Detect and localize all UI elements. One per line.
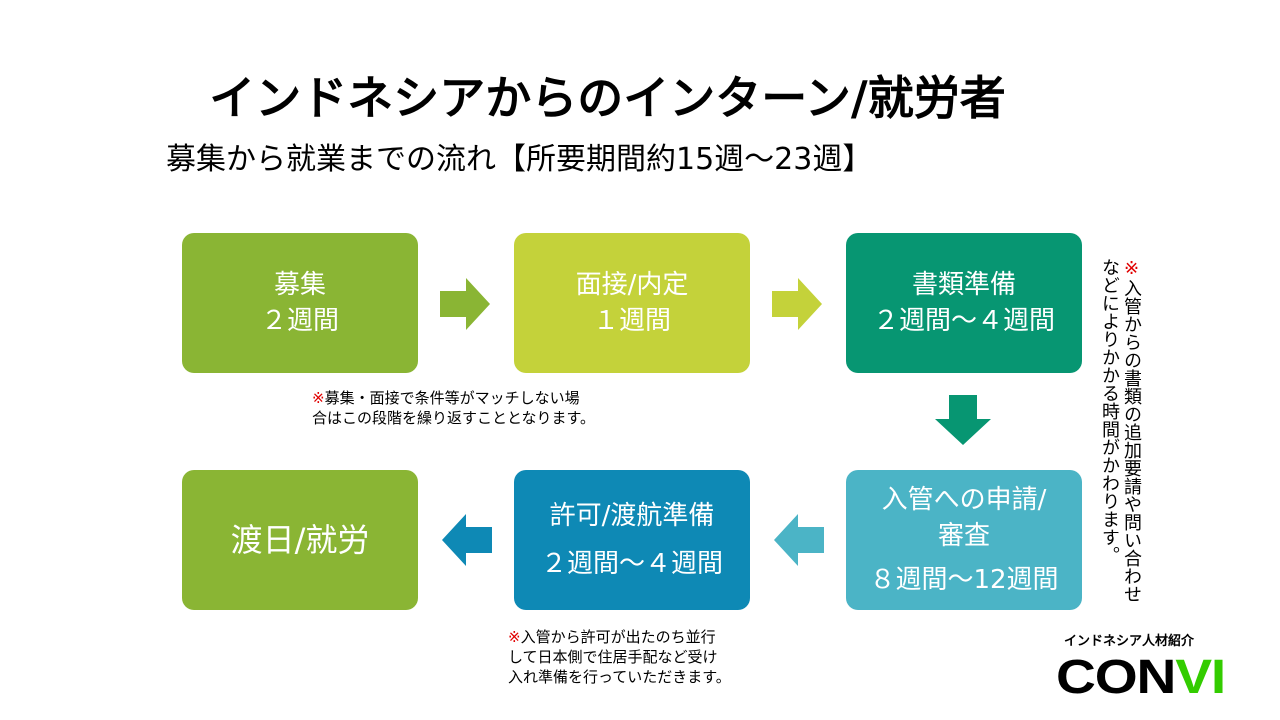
note-text: 入管からの書類の追加要請や問い合わせ [1121,279,1142,603]
step-label: 許可/渡航準備 [549,501,715,531]
step-documents: 書類準備 ２週間～４週間 [846,233,1082,373]
arrow-right-icon [440,278,490,330]
step-label: 入管への申請/ [881,485,1047,515]
note-mark: ※ [312,389,325,407]
step-duration: １週間 [592,306,671,336]
step-duration: ２週間～４週間 [540,549,723,579]
step-label: 募集 [273,270,326,300]
step-label: 書類準備 [911,270,1016,300]
page-title: インドネシアからのインターン/就労者 [209,71,1006,125]
arrow-right-icon [772,278,822,330]
logo-tagline: インドネシア人材紹介 [1064,634,1195,649]
note-text: 合はこの段階を繰り返すこととなります。 [312,409,596,427]
note-text: などによりかかる時間がかわります。 [1099,258,1120,564]
step-label: 渡日/就労 [230,521,370,559]
convi-logo: CONVI [1056,651,1226,704]
step-immigration: 入管への申請/ 審査 ８週間～12週間 [846,470,1082,610]
step-duration: ２週間 [260,306,339,336]
step-recruitment: 募集 ２週間 [182,233,418,373]
note-mark: ※ [508,628,521,646]
note-text: 入れ準備を行っていただきます。 [508,668,731,686]
note-repeat: ※募集・面接で条件等がマッチしない場 合はこの段階を繰り返すこととなります。 [312,388,595,428]
step-duration: ８週間～12週間 [869,565,1059,595]
note-mark: ※ [1121,258,1142,279]
logo-text-accent: VI [1175,651,1226,704]
step-label: 面接/内定 [575,270,689,300]
step-arrival: 渡日/就労 [182,470,418,610]
page-subtitle: 募集から就業までの流れ【所要期間約15週～23週】 [166,142,873,177]
note-text: 入管から許可が出たのち並行 [520,628,716,646]
logo-text: CON [1056,651,1176,704]
step-interview: 面接/内定 １週間 [514,233,750,373]
note-text: 募集・面接で条件等がマッチしない場 [324,389,580,407]
arrow-left-icon [442,514,492,566]
step-label: 審査 [937,521,990,551]
step-duration: ２週間～４週間 [872,306,1055,336]
note-text: して日本側で住居手配など受け [508,648,718,666]
step-permit: 許可/渡航準備 ２週間～４週間 [514,470,750,610]
arrow-down-icon [935,395,991,445]
note-preparation: ※入管から許可が出たのち並行 して日本側で住居手配など受け 入れ準備を行っていた… [508,627,731,687]
note-immigration-time: ※入管からの書類の追加要請や問い合わせ などによりかかる時間がかわります。 [1098,258,1142,618]
arrow-left-icon [774,514,824,566]
